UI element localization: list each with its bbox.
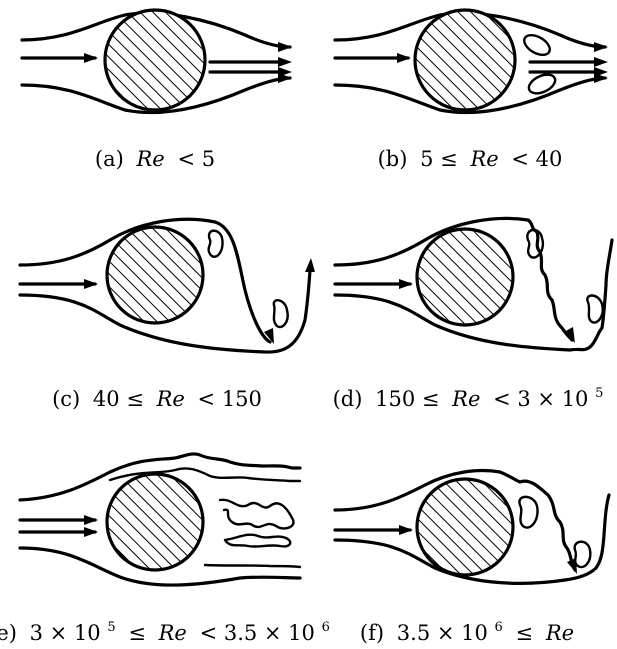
streamline xyxy=(333,238,614,352)
flow-arrow xyxy=(594,57,608,67)
caption-variable: Re xyxy=(156,387,185,411)
vortex xyxy=(523,33,551,57)
caption-label: (a) xyxy=(95,147,124,171)
caption-variable: Re xyxy=(158,621,187,645)
cylinder xyxy=(413,8,517,112)
vortex xyxy=(207,229,224,258)
panel-a-diagram xyxy=(20,8,292,114)
flow-arrow xyxy=(278,42,292,52)
panel-a: (a) Re < 5 xyxy=(20,8,292,171)
cylinder xyxy=(105,225,205,325)
wake-boundary xyxy=(18,452,302,502)
flow-arrow xyxy=(399,525,413,535)
caption-suffix: < 3.5 × 10 xyxy=(200,621,315,645)
flow-arrow xyxy=(84,279,98,289)
caption-prefix: 3 × 10 xyxy=(30,621,101,645)
caption-prefix-exponent: 5 xyxy=(107,620,115,635)
streamline xyxy=(333,76,607,114)
panel-e-caption: (e) 3 × 10 5 ≤ Re < 3.5 × 10 6 xyxy=(0,612,330,645)
streamline xyxy=(333,216,574,342)
panel-f-diagram xyxy=(333,468,611,585)
flow-arrow xyxy=(397,53,411,63)
caption-variable: Re xyxy=(136,147,165,171)
streamline xyxy=(20,76,292,114)
caption-label: (e) xyxy=(0,621,17,645)
vortex xyxy=(272,299,289,329)
wake-boundary xyxy=(203,563,302,569)
flow-arrow xyxy=(278,73,292,83)
streamline xyxy=(333,468,577,572)
caption-prefix-exponent: 6 xyxy=(495,620,503,635)
caption-prefix: 5 ≤ xyxy=(420,147,458,171)
panel-c-diagram xyxy=(18,217,315,354)
panel-f-caption: (f) 3.5 × 10 6 ≤ Re xyxy=(360,612,574,645)
vortex xyxy=(518,495,539,529)
vortex xyxy=(526,228,545,259)
caption-suffix: < 150 xyxy=(198,387,262,411)
flow-arrow xyxy=(564,327,575,343)
turbulent-eddy xyxy=(218,498,295,530)
caption-prefix2: ≤ xyxy=(128,621,146,645)
caption-label: (c) xyxy=(52,387,80,411)
streamline xyxy=(18,268,312,354)
caption-exponent: 5 xyxy=(595,386,603,401)
panel-d-caption: (d) 150 ≤ Re < 3 × 10 5 xyxy=(333,386,604,411)
flow-arrow xyxy=(594,73,608,83)
flow-arrow xyxy=(567,558,577,574)
flow-arrow xyxy=(264,328,274,344)
turbulent-eddy xyxy=(223,533,292,548)
caption-variable: Re xyxy=(469,147,498,171)
panel-c: (c) 40 ≤ Re < 150 xyxy=(18,217,315,411)
panel-d: (d) 150 ≤ Re < 3 × 10 5 xyxy=(333,216,614,411)
caption-label: (b) xyxy=(378,147,408,171)
panel-b: (b) 5 ≤ Re < 40 xyxy=(333,8,608,171)
wake-boundary xyxy=(108,467,302,483)
panel-d-diagram xyxy=(333,216,614,352)
caption-prefix2: ≤ xyxy=(516,621,534,645)
streamline xyxy=(18,217,272,344)
vortex xyxy=(573,540,592,569)
panel-c-caption: (c) 40 ≤ Re < 150 xyxy=(52,387,262,411)
panel-f: (f) 3.5 × 10 6 ≤ Re xyxy=(333,468,611,645)
caption-suffix: < 5 xyxy=(177,147,215,171)
caption-prefix: 150 ≤ xyxy=(375,387,439,411)
flow-arrow xyxy=(84,527,98,537)
flow-arrow xyxy=(305,258,315,272)
flow-arrow xyxy=(84,53,98,63)
caption-variable: Re xyxy=(545,621,574,645)
flow-arrow xyxy=(594,42,608,52)
streamline xyxy=(18,546,302,587)
caption-exponent: 6 xyxy=(322,620,330,635)
caption-label: (d) xyxy=(333,387,363,411)
cylinder xyxy=(415,227,515,327)
flow-arrow xyxy=(84,515,98,525)
panel-b-caption: (b) 5 ≤ Re < 40 xyxy=(378,147,563,171)
streamline xyxy=(333,493,611,585)
flow-arrow xyxy=(278,57,292,67)
panel-e: (e) 3 × 10 5 ≤ Re < 3.5 × 10 6 xyxy=(0,452,330,645)
panel-e-diagram xyxy=(18,452,302,587)
panel-a-caption: (a) Re < 5 xyxy=(95,147,215,171)
panel-b-diagram xyxy=(333,8,608,114)
cylinder xyxy=(415,477,515,577)
cylinder xyxy=(103,8,207,112)
caption-suffix: < 40 xyxy=(511,147,562,171)
caption-prefix: 3.5 × 10 xyxy=(397,621,488,645)
caption-variable: Re xyxy=(451,387,480,411)
vortex xyxy=(527,73,557,95)
vortex xyxy=(586,294,604,324)
caption-prefix: 40 ≤ xyxy=(93,387,144,411)
cylinder xyxy=(105,472,205,572)
caption-label: (f) xyxy=(360,621,384,645)
flow-arrow xyxy=(399,279,413,289)
caption-suffix: < 3 × 10 xyxy=(493,387,588,411)
